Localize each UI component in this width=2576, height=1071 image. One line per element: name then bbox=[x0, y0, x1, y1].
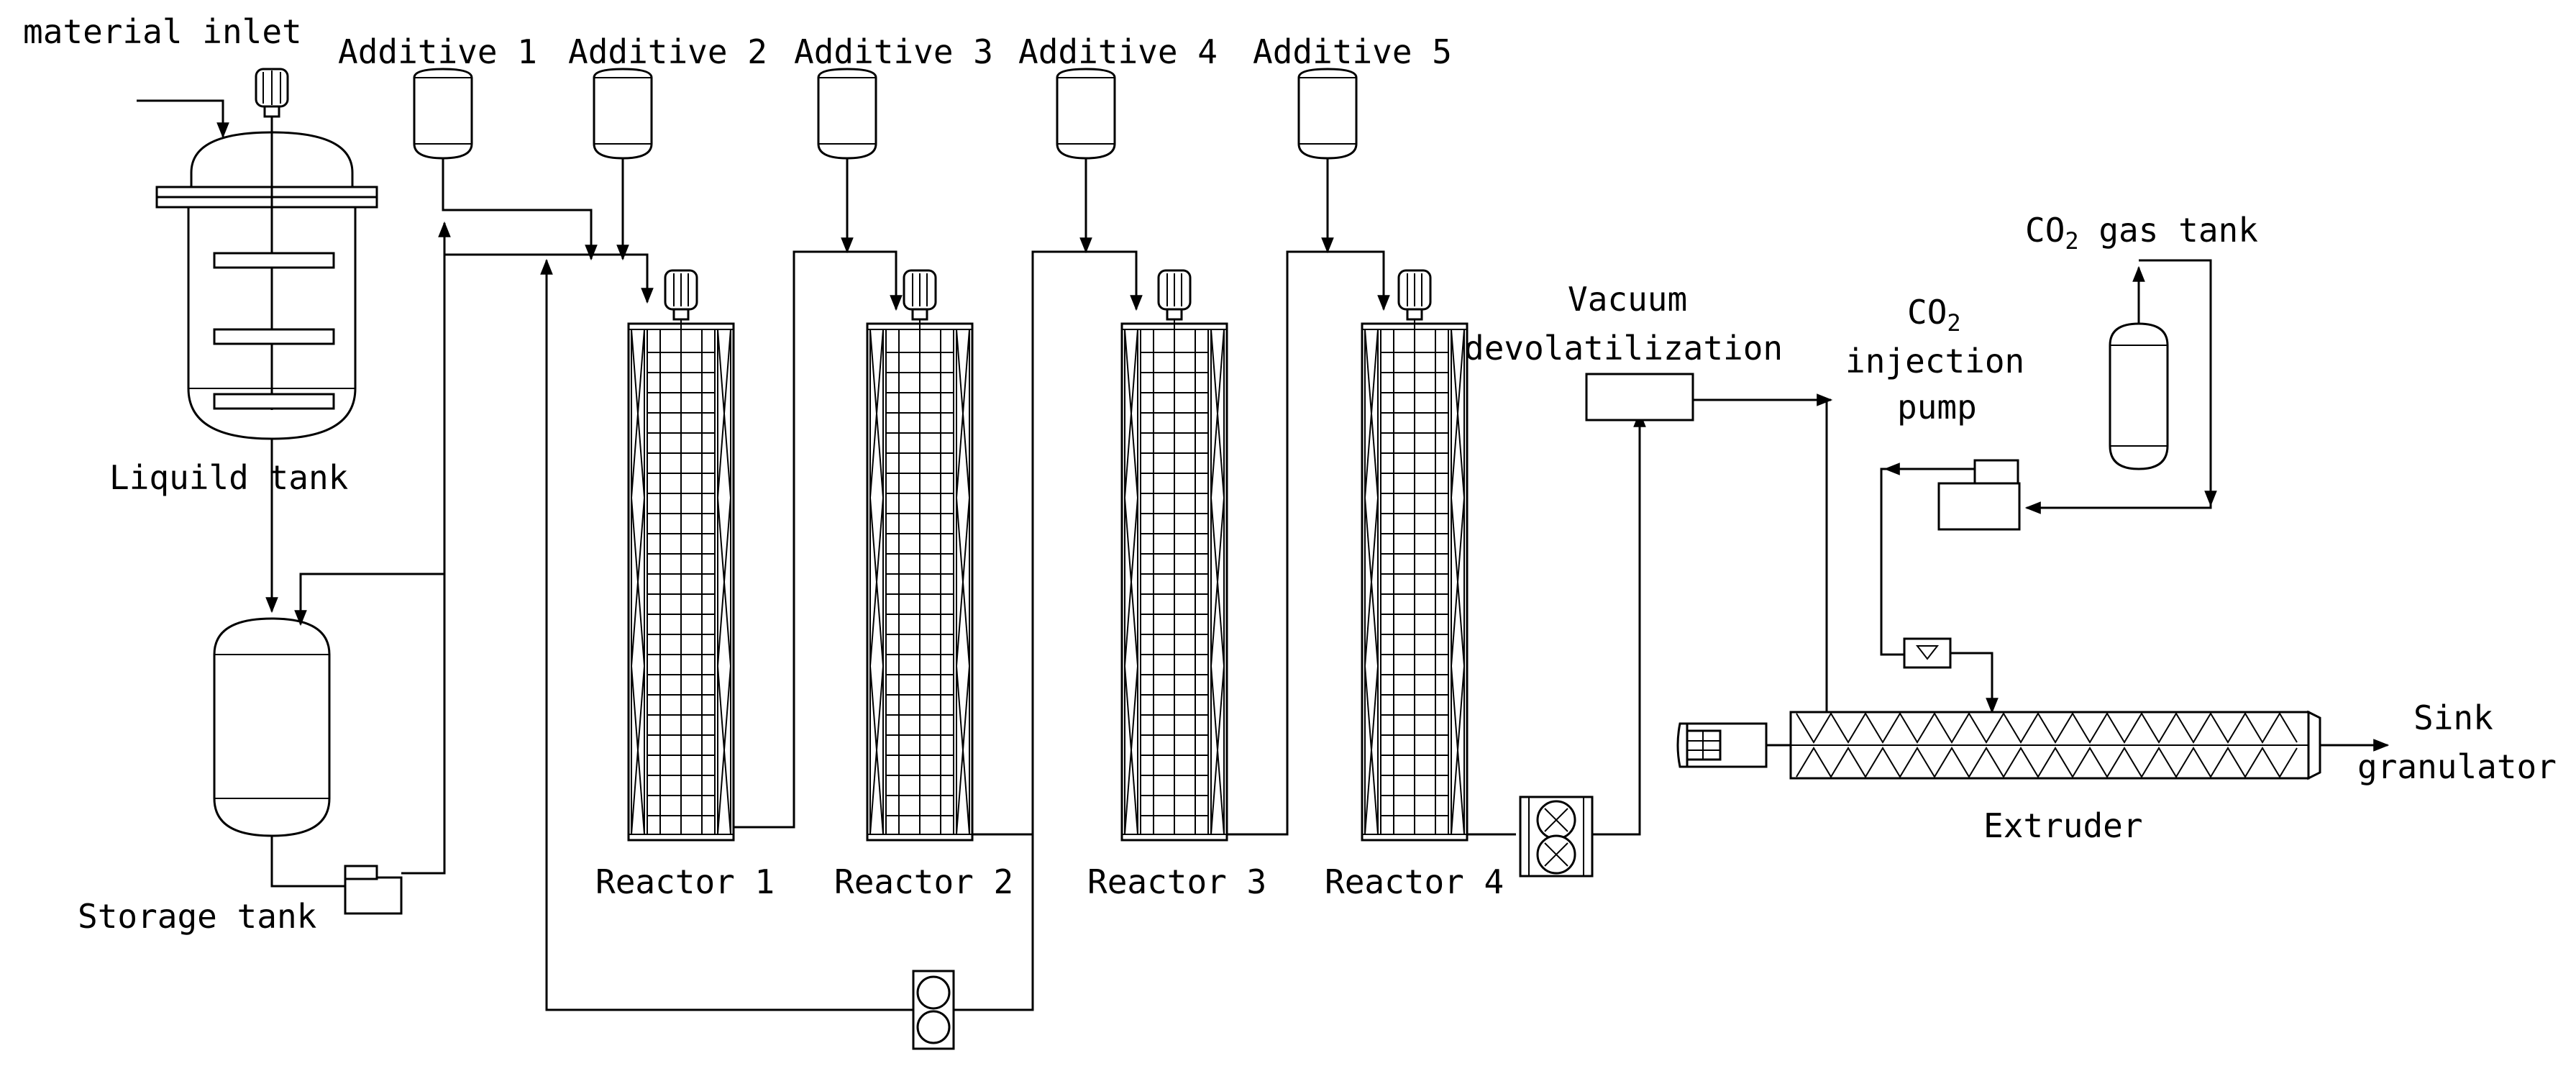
additive-3-tank bbox=[817, 68, 877, 160]
reactor-2 bbox=[866, 269, 974, 842]
reactors-group bbox=[627, 269, 1469, 842]
vacuum-label-2: devolatilization bbox=[1464, 329, 1783, 368]
pipe-co2-to-pump bbox=[2024, 501, 2212, 514]
storage-tank-label: Storage tank bbox=[78, 897, 316, 936]
additive-3-label: Additive 3 bbox=[794, 32, 993, 71]
extruder-screw bbox=[1796, 712, 2298, 778]
co2-gas-tank bbox=[2109, 322, 2169, 470]
reactor-3-label: Reactor 3 bbox=[1087, 862, 1266, 901]
additive-2-tank bbox=[593, 68, 653, 160]
reactor-1-label: Reactor 1 bbox=[595, 862, 775, 901]
reactor-2-motor-icon bbox=[903, 269, 937, 321]
sink-label: Sink bbox=[2413, 698, 2493, 737]
pipe-co2-supply bbox=[2139, 259, 2217, 507]
pipe-recycle-to-storage bbox=[294, 573, 444, 626]
reactor-1-motor-icon bbox=[664, 269, 698, 321]
feed-pump-icon bbox=[344, 865, 403, 915]
agitator-blade bbox=[213, 328, 335, 345]
additive-4-tank bbox=[1056, 68, 1116, 160]
agitator-blade bbox=[213, 393, 335, 410]
vacuum-devolatilizer bbox=[1585, 373, 1694, 421]
reactor-4-motor-icon bbox=[1397, 269, 1432, 321]
reactor-1 bbox=[627, 269, 735, 842]
recycle-pump-icon bbox=[912, 970, 955, 1050]
storage-tank bbox=[213, 617, 331, 837]
additive-1-label: Additive 1 bbox=[338, 32, 537, 71]
reactor-3-motor-icon bbox=[1157, 269, 1192, 321]
pipe-vacuum-to-extruder bbox=[1693, 398, 1828, 712]
additive-5-tank bbox=[1297, 68, 1358, 160]
co2-pump-label-3: pump bbox=[1897, 388, 1977, 427]
liquid-tank-motor-icon bbox=[255, 68, 289, 118]
co2-pump-label-2: injection bbox=[1845, 342, 2024, 380]
liquid-tank bbox=[137, 68, 378, 440]
additive-2-label: Additive 2 bbox=[568, 32, 767, 71]
pipe-reactor-3-to-4 bbox=[1212, 250, 1390, 836]
recycle-line-bottom bbox=[540, 258, 932, 1011]
additive-1-tank bbox=[413, 68, 473, 160]
extruder-motor-icon bbox=[1676, 722, 1768, 768]
co2-gas-tank-label: CO2 gas tank bbox=[2025, 211, 2258, 255]
additive-5-label: Additive 5 bbox=[1253, 32, 1452, 71]
material-inlet-pipe bbox=[137, 99, 229, 139]
agitator-blade bbox=[213, 252, 335, 269]
gear-pump-icon bbox=[1519, 796, 1594, 878]
header-reactor-1 bbox=[444, 253, 654, 304]
pipe-reactor-2-to-3 bbox=[968, 250, 1143, 836]
co2-pump-label-1: CO2 bbox=[1907, 293, 1961, 337]
co2-injection-pump-icon bbox=[1937, 459, 2021, 531]
pipe-reactor-1-to-2 bbox=[734, 250, 903, 829]
pipe-co2-to-extruder bbox=[1950, 652, 1999, 714]
flow-valve-icon bbox=[1903, 637, 1952, 669]
pipe-pump-to-vacuum bbox=[1592, 411, 1646, 836]
material-inlet-label: material inlet bbox=[23, 12, 302, 51]
pipe-pump-to-header bbox=[401, 221, 451, 875]
reactor-3 bbox=[1120, 269, 1228, 842]
vacuum-label-1: Vacuum bbox=[1568, 280, 1687, 319]
reactor-4 bbox=[1361, 269, 1469, 842]
extruder bbox=[1676, 710, 2321, 780]
reactor-4-label: Reactor 4 bbox=[1325, 862, 1504, 901]
extruder-label: Extruder bbox=[1983, 806, 2143, 845]
granulator-label: granulator bbox=[2357, 747, 2557, 786]
pipe-additive-1 bbox=[442, 158, 598, 261]
liquid-tank-flange bbox=[155, 186, 378, 199]
pipe-storage-to-pump bbox=[270, 836, 345, 888]
additive-4-label: Additive 4 bbox=[1018, 32, 1218, 71]
liquid-tank-label: Liquild tank bbox=[109, 458, 348, 497]
reactor-2-label: Reactor 2 bbox=[834, 862, 1013, 901]
